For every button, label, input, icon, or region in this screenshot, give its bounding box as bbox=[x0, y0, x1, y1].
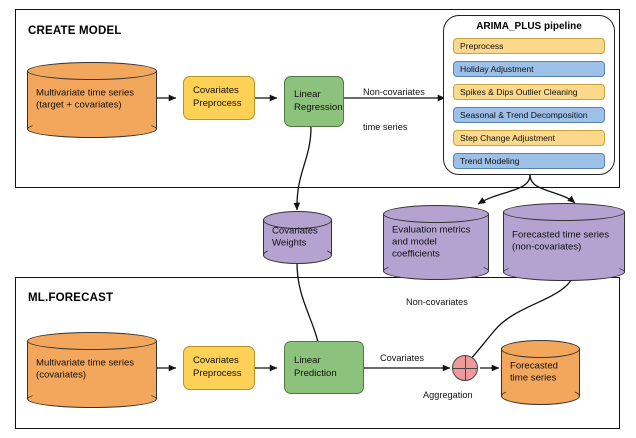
edge-label-non-covariates: Non-covariates bbox=[406, 297, 468, 307]
store-label-line2: (target + covariates) bbox=[36, 100, 122, 111]
node-label: Linear Prediction bbox=[294, 355, 337, 380]
pipeline-step-preprocess[interactable]: Preprocess bbox=[453, 38, 605, 54]
ml-forecast-input-store: Multivariate time series (covariates) bbox=[27, 332, 157, 408]
store-label-line1: Evaluation metrics bbox=[392, 223, 471, 235]
edge-label-line1: Non-covariates bbox=[363, 87, 425, 98]
node-label: Linear Regression bbox=[294, 89, 343, 114]
edge-label-line2: time series bbox=[363, 121, 408, 132]
arima-plus-pipeline: ARIMA_PLUS pipeline Preprocess Holiday A… bbox=[443, 15, 615, 175]
cylinder-bottom-edge bbox=[501, 387, 580, 405]
cylinder-bottom-edge bbox=[383, 262, 489, 280]
pipeline-step-label: Step Change Adjustment bbox=[460, 133, 556, 143]
cylinder-body bbox=[503, 212, 625, 272]
aggregation-label: Aggregation bbox=[423, 390, 473, 400]
pipeline-step-seasonal-trend-decomposition[interactable]: Seasonal & Trend Decomposition bbox=[453, 107, 605, 123]
pipeline-step-holiday-adjustment[interactable]: Holiday Adjustment bbox=[453, 61, 605, 77]
store-label-line1: Forecasted time series bbox=[512, 229, 610, 241]
store-label-line1: Multivariate time series bbox=[36, 87, 135, 99]
create-model-input-store: Multivariate time series (target + covar… bbox=[27, 62, 157, 138]
cylinder-top-edge bbox=[501, 340, 580, 358]
cylinder-top-edge bbox=[383, 205, 489, 223]
node-label-line2: Prediction bbox=[294, 367, 337, 379]
store-label-line1: Covariates bbox=[272, 225, 318, 237]
create-model-frame bbox=[15, 9, 620, 188]
node-label-line2: Preprocess bbox=[193, 368, 242, 379]
edge-label-covariates: Covariates bbox=[380, 353, 424, 363]
create-model-title: CREATE MODEL bbox=[28, 25, 122, 37]
ml-forecast-linear-prediction[interactable]: Linear Prediction bbox=[284, 341, 364, 394]
cylinder-bottom-edge bbox=[503, 263, 625, 281]
cylinder-bottom-edge bbox=[27, 390, 157, 408]
node-label-line2: Preprocess bbox=[193, 98, 242, 109]
artifact-forecasted-non-covariates: Forecasted time series (non-covariates) bbox=[503, 203, 625, 281]
cylinder-top-edge bbox=[27, 62, 157, 80]
edge-label-non-covariates-time-series: Non-covariates time series bbox=[363, 64, 425, 157]
cylinder-bottom-edge bbox=[27, 120, 157, 138]
pipeline-step-step-change-adjustment[interactable]: Step Change Adjustment bbox=[453, 130, 605, 146]
pipeline-step-label: Spikes & Dips Outlier Cleaning bbox=[460, 87, 578, 97]
store-label: Forecasted time series bbox=[510, 360, 573, 385]
pipeline-step-trend-modeling[interactable]: Trend Modeling bbox=[453, 153, 605, 169]
store-label-line2: and model bbox=[392, 236, 437, 248]
store-label-line2: (non-covariates) bbox=[512, 242, 582, 253]
pipeline-step-label: Trend Modeling bbox=[460, 156, 520, 166]
pipeline-title: ARIMA_PLUS pipeline bbox=[476, 21, 582, 32]
node-label: Covariates Preprocess bbox=[193, 355, 242, 380]
pipeline-step-label: Holiday Adjustment bbox=[460, 64, 534, 74]
ml-forecast-covariates-preprocess[interactable]: Covariates Preprocess bbox=[183, 346, 255, 390]
ml-forecast-output-store: Forecasted time series bbox=[501, 340, 580, 405]
node-label-line1: Linear bbox=[294, 88, 321, 100]
node-label-line1: Covariates bbox=[193, 85, 239, 97]
store-label: Multivariate time series (covariates) bbox=[36, 358, 150, 383]
store-label-line1: Forecasted bbox=[510, 360, 558, 372]
cylinder-top-edge bbox=[27, 332, 157, 350]
create-model-linear-regression[interactable]: Linear Regression bbox=[284, 76, 344, 127]
pipeline-step-spikes-dips-outlier-cleaning[interactable]: Spikes & Dips Outlier Cleaning bbox=[453, 84, 605, 100]
store-label: Covariates Weights bbox=[272, 225, 325, 250]
store-label: Multivariate time series (target + covar… bbox=[36, 88, 150, 113]
store-label: Evaluation metrics and model coefficient… bbox=[392, 224, 482, 261]
artifact-evaluation-metrics: Evaluation metrics and model coefficient… bbox=[383, 205, 489, 280]
node-label-line2: Regression bbox=[294, 101, 343, 113]
cylinder-bottom-edge bbox=[263, 246, 332, 264]
pipeline-step-label: Preprocess bbox=[460, 41, 504, 51]
store-label: Forecasted time series (non-covariates) bbox=[512, 230, 618, 255]
create-model-covariates-preprocess[interactable]: Covariates Preprocess bbox=[183, 76, 255, 120]
node-label-line1: Covariates bbox=[193, 355, 239, 367]
store-label-line3: coefficients bbox=[392, 248, 440, 260]
artifact-covariates-weights: Covariates Weights bbox=[263, 211, 332, 264]
node-label: Covariates Preprocess bbox=[193, 85, 242, 110]
store-label-line1: Multivariate time series bbox=[36, 357, 135, 369]
store-label-line2: Weights bbox=[272, 237, 307, 249]
cylinder-top-edge bbox=[503, 203, 625, 221]
pipeline-step-label: Seasonal & Trend Decomposition bbox=[460, 110, 588, 120]
ml-forecast-title: ML.FORECAST bbox=[28, 292, 114, 304]
plus-vertical-icon bbox=[465, 356, 467, 380]
store-label-line2: (covariates) bbox=[36, 370, 87, 381]
aggregation-node[interactable] bbox=[452, 355, 478, 381]
store-label-line2: time series bbox=[510, 372, 557, 384]
node-label-line1: Linear bbox=[294, 354, 321, 366]
cylinder-top-edge bbox=[263, 211, 332, 229]
